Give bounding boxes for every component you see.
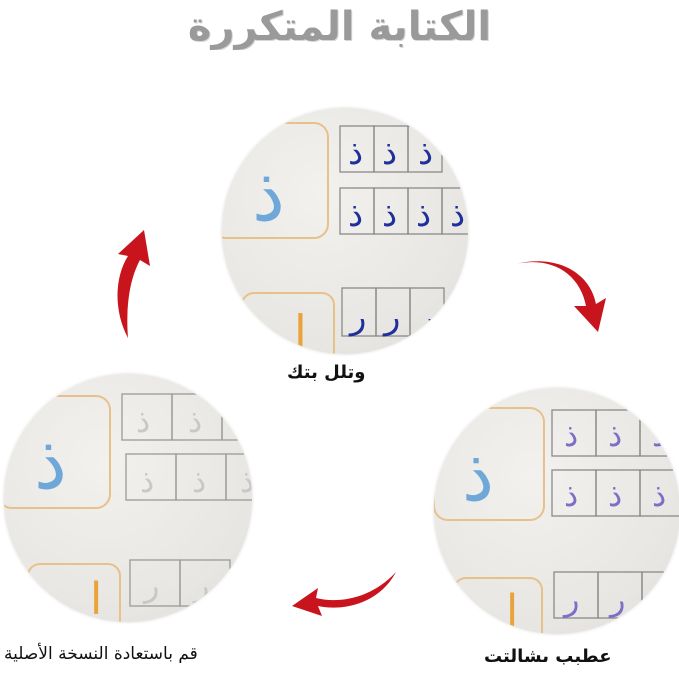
- curved-arrow-icon: [117, 230, 150, 338]
- svg-text:ذ: ذ: [240, 462, 252, 500]
- svg-text:ذ: ذ: [608, 476, 622, 514]
- curved-arrow-icon: [292, 572, 396, 616]
- svg-text:ذ: ذ: [382, 133, 397, 173]
- big-letter-dhal: ذ: [252, 152, 285, 238]
- svg-text:ر: ر: [142, 566, 159, 604]
- svg-text:ر: ر: [382, 297, 400, 337]
- svg-text:ذ: ذ: [382, 195, 397, 235]
- page-title: الكتابة المتكررة: [187, 4, 492, 50]
- svg-text:ذ: ذ: [192, 462, 206, 500]
- svg-text:ذ: ذ: [236, 402, 250, 440]
- svg-text:ا: ا: [506, 586, 518, 634]
- svg-text:ا: ا: [294, 305, 307, 354]
- svg-text:ذ: ذ: [564, 476, 578, 514]
- svg-text:ذ: ذ: [188, 402, 202, 440]
- svg-text:ر: ر: [652, 580, 669, 618]
- svg-text:ر: ر: [192, 566, 209, 604]
- svg-text:ذ: ذ: [608, 416, 622, 454]
- caption-step-1: وتلل بتك: [287, 362, 366, 383]
- svg-text:ذ: ذ: [416, 195, 431, 235]
- svg-text:ذ: ذ: [652, 416, 666, 454]
- svg-text:ذ: ذ: [140, 462, 154, 500]
- svg-text:ذ: ذ: [652, 476, 666, 514]
- svg-text:ذ: ذ: [348, 133, 363, 173]
- svg-text:ر: ر: [608, 580, 625, 618]
- svg-text:ذ: ذ: [418, 133, 433, 173]
- svg-text:ذ: ذ: [348, 195, 363, 235]
- svg-text:ذ: ذ: [564, 416, 578, 454]
- svg-text:ر: ر: [416, 297, 434, 337]
- svg-text:ذ: ذ: [450, 195, 465, 235]
- caption-step-3: قم باستعادة النسخة الأصلية: [4, 644, 198, 664]
- curved-arrow-icon: [516, 261, 606, 332]
- svg-text:ر: ر: [348, 297, 366, 337]
- caption-step-2: عطبب ىشالتت: [484, 646, 612, 667]
- svg-text:ذ: ذ: [462, 433, 494, 517]
- svg-text:ذ: ذ: [136, 402, 150, 440]
- svg-text:ا: ا: [90, 574, 102, 622]
- svg-text:ذ: ذ: [34, 420, 67, 506]
- svg-text:ر: ر: [562, 580, 579, 618]
